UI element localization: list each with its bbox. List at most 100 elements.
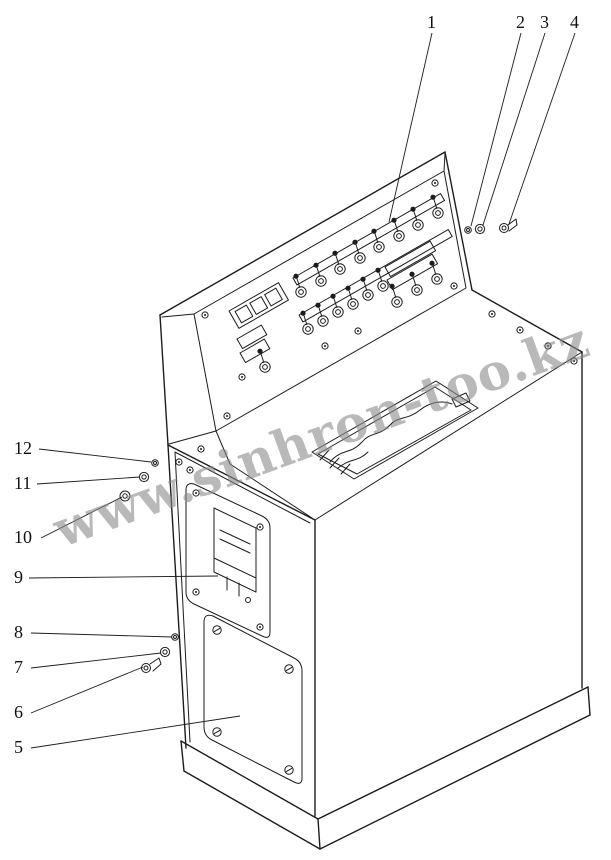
screw-icon bbox=[321, 342, 329, 350]
head-bevel-bottom bbox=[168, 430, 217, 445]
front-door bbox=[203, 614, 303, 784]
leader-line-12 bbox=[38, 448, 152, 463]
toggle-switch-icon bbox=[429, 194, 444, 219]
washer-icon bbox=[119, 490, 131, 502]
fastener-items bbox=[119, 218, 518, 673]
cable-strand-1 bbox=[329, 401, 453, 463]
callout-labels: 1 2 3 4 5 6 7 8 9 10 11 12 bbox=[14, 12, 579, 757]
head-top-edge bbox=[159, 151, 446, 316]
component-box bbox=[213, 507, 257, 593]
screw-icon bbox=[284, 664, 294, 674]
label-strip-top bbox=[292, 193, 445, 286]
top-deck bbox=[215, 310, 583, 521]
cable-connector bbox=[451, 392, 471, 408]
callout-label-2: 2 bbox=[516, 12, 525, 32]
callout-label-9: 9 bbox=[14, 567, 23, 587]
body-front-inset-left bbox=[174, 451, 191, 743]
indicator-window-1 bbox=[384, 240, 437, 278]
toggle-switch-icon bbox=[331, 250, 346, 275]
deck-front-edge bbox=[314, 351, 583, 521]
cable bbox=[329, 392, 471, 469]
screw-icon bbox=[431, 179, 439, 187]
opening-hatch-ticks bbox=[319, 449, 351, 475]
body-left-edge bbox=[167, 444, 187, 749]
panel-plate-outline bbox=[193, 170, 467, 432]
body-top-front-edge bbox=[167, 444, 316, 521]
toggle-switch-icon bbox=[314, 302, 329, 327]
head-bevel-left bbox=[161, 313, 195, 318]
toggle-switch-icon bbox=[351, 239, 366, 264]
leader-line-6 bbox=[30, 666, 144, 714]
washer-icon bbox=[171, 633, 179, 641]
leader-line-10 bbox=[40, 496, 123, 539]
base-plinth bbox=[180, 686, 591, 850]
fastener-item-4 bbox=[499, 218, 518, 233]
electrical-component bbox=[213, 507, 257, 603]
leader-line-4 bbox=[508, 32, 576, 225]
screw-icon bbox=[354, 327, 362, 335]
watermark-text: www.sinhron-too.kz bbox=[45, 310, 598, 559]
callout-label-1: 1 bbox=[427, 12, 436, 32]
side-access-frame bbox=[185, 483, 271, 638]
deck-opening-inner bbox=[317, 386, 472, 475]
label-strip-bottom bbox=[298, 229, 453, 323]
small-plate-1 bbox=[236, 324, 268, 350]
toggle-switch-icon bbox=[299, 310, 314, 335]
deck-opening-outer bbox=[311, 380, 479, 480]
console-head bbox=[159, 151, 583, 446]
callout-label-3: 3 bbox=[540, 12, 549, 32]
leader-line-3 bbox=[482, 32, 546, 226]
fastener-item-3 bbox=[474, 223, 486, 235]
access-frame-outline bbox=[185, 483, 271, 638]
screw-icon bbox=[212, 727, 222, 737]
callout-label-10: 10 bbox=[14, 527, 32, 547]
toggle-switch-row-2 bbox=[299, 267, 389, 335]
fastener-item-8 bbox=[171, 633, 179, 641]
deck-left-front-edge bbox=[229, 463, 313, 519]
screw-icon bbox=[256, 623, 264, 631]
leader-line-7 bbox=[30, 652, 162, 669]
screw-icon bbox=[212, 625, 222, 635]
callout-label-11: 11 bbox=[14, 473, 31, 493]
screw-icon bbox=[192, 588, 200, 596]
callout-label-5: 5 bbox=[14, 737, 23, 757]
leader-line-2 bbox=[470, 32, 522, 227]
head-right-edge bbox=[471, 289, 583, 353]
washer-icon bbox=[474, 223, 486, 235]
component-divider bbox=[213, 557, 257, 579]
fastener-item-2 bbox=[464, 226, 472, 234]
leader-line-5 bbox=[30, 715, 241, 749]
door-outline bbox=[203, 614, 303, 784]
toggle-switch-row-1 bbox=[292, 194, 444, 298]
cable-strand-2 bbox=[337, 451, 369, 469]
toggle-switch-icon bbox=[344, 285, 359, 310]
base-top-right-edge bbox=[317, 686, 589, 820]
leader-line-9 bbox=[28, 575, 219, 579]
base-bottom-right-edge bbox=[319, 714, 591, 850]
callout-label-7: 7 bbox=[14, 657, 23, 677]
head-right-back-edge bbox=[444, 151, 473, 291]
callout-label-4: 4 bbox=[570, 12, 579, 32]
indicator-window-2 bbox=[386, 253, 439, 291]
fastener-item-10 bbox=[119, 490, 131, 502]
screw-icon bbox=[284, 765, 294, 775]
head-bevel-top bbox=[443, 152, 446, 172]
base-bottom-front-edge bbox=[183, 770, 321, 850]
leader-line-11 bbox=[36, 476, 141, 485]
small-plate-2 bbox=[239, 338, 271, 364]
deck-left-rim bbox=[215, 430, 231, 465]
toggle-switch-icon bbox=[408, 271, 423, 296]
toggle-switch-icon bbox=[428, 260, 443, 285]
washer-icon bbox=[464, 226, 472, 234]
screw-icon bbox=[238, 373, 246, 381]
control-panel bbox=[197, 179, 458, 453]
cabinet-body bbox=[167, 351, 583, 817]
toggle-switch-icon bbox=[370, 228, 385, 253]
bolt-head-icon bbox=[141, 663, 151, 673]
head-left-edge bbox=[159, 314, 169, 446]
screw-icon bbox=[256, 523, 264, 531]
leader-lines bbox=[28, 32, 576, 749]
leader-line-1 bbox=[388, 32, 433, 223]
